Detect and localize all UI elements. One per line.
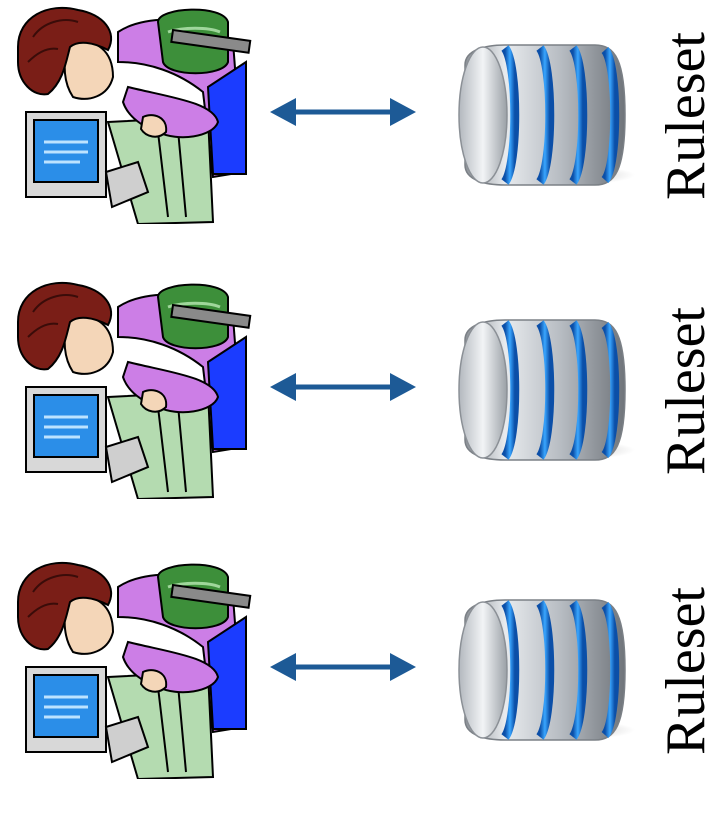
user-at-computer-icon [16, 6, 252, 224]
row-1: Ruleset [0, 0, 717, 265]
ruleset-label: Ruleset [655, 32, 717, 200]
user-at-computer-icon [16, 281, 252, 499]
ruleset-label: Ruleset [655, 587, 717, 755]
row-3: Ruleset [0, 555, 717, 820]
ruleset-label: Ruleset [655, 307, 717, 475]
database-icon [445, 315, 645, 465]
database-icon [445, 595, 645, 745]
bidirectional-arrow-icon [270, 367, 416, 407]
row-2: Ruleset [0, 275, 717, 540]
bidirectional-arrow-icon [270, 92, 416, 132]
user-at-computer-icon [16, 561, 252, 779]
bidirectional-arrow-icon [270, 647, 416, 687]
database-icon [445, 40, 645, 190]
